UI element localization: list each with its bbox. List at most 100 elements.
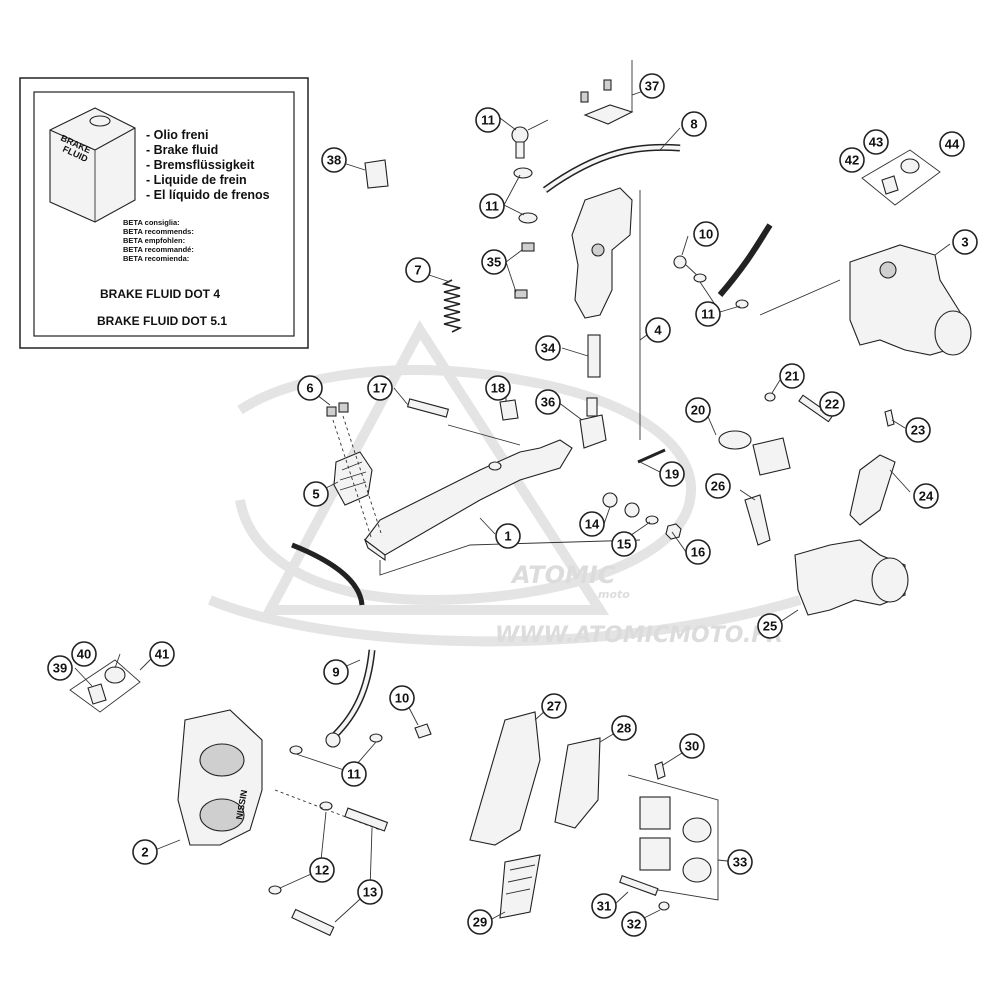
callout-26: 26 — [705, 473, 731, 499]
part-30-shim — [499, 854, 541, 919]
callout-circle — [579, 511, 605, 537]
callout-circle — [47, 655, 73, 681]
callout-2: 2 — [132, 839, 158, 865]
part-21-seal — [718, 430, 752, 450]
callout-number: 11 — [347, 767, 361, 782]
callout-number: 14 — [585, 517, 600, 532]
group-43-45 — [861, 149, 941, 206]
part-21-piston — [752, 437, 791, 476]
callout-number: 40 — [77, 647, 91, 662]
part-28-bracket — [469, 711, 541, 846]
part-35-pushrod — [587, 334, 601, 378]
callout-31: 31 — [591, 893, 617, 919]
recommends-en: BETA recommends: — [123, 227, 194, 236]
part-31-pin — [619, 874, 659, 896]
part-34-bleeder — [654, 761, 666, 780]
callout-8: 8 — [681, 111, 707, 137]
callout-34: 34 — [535, 335, 561, 361]
callout-7: 7 — [405, 257, 431, 283]
callout-17: 17 — [367, 375, 393, 401]
callout-number: 34 — [541, 341, 556, 356]
callout-39: 39 — [47, 655, 73, 681]
callout-number: 8 — [690, 117, 697, 132]
callout-circle — [639, 73, 665, 99]
part-20-split-pin — [637, 448, 666, 464]
callout-16: 16 — [685, 539, 711, 565]
recommends-fr: BETA recommandé: — [123, 245, 194, 254]
callout-circle — [367, 375, 393, 401]
washer-11-b — [518, 212, 538, 224]
callout-circle — [475, 107, 501, 133]
recommends-es: BETA recomienda: — [123, 254, 189, 263]
callout-number: 12 — [315, 863, 329, 878]
part-7-spring — [441, 279, 463, 333]
part-17-nut — [665, 523, 682, 540]
bolt-6-a — [326, 406, 337, 417]
callout-number: 29 — [473, 915, 487, 930]
callout-circle — [905, 417, 931, 443]
callout-circle — [321, 147, 347, 173]
washer-11-c — [693, 273, 707, 283]
part-15-bearing-a — [602, 492, 618, 508]
callout-circle — [303, 481, 329, 507]
watermark-brand: ATOMIC — [510, 561, 616, 589]
callout-circle — [541, 693, 567, 719]
callout-number: 28 — [617, 721, 631, 736]
callout-circle — [149, 641, 175, 667]
callout-circle — [357, 879, 383, 905]
part-1-brake-pedal — [363, 439, 641, 576]
part-30-detail — [505, 864, 536, 895]
part-37-rod — [586, 397, 598, 417]
fluid-spec-dot51: BRAKE FLUID DOT 5.1 — [97, 314, 227, 328]
part-26-caliper-bracket — [794, 539, 909, 616]
part-22-plug — [764, 392, 776, 402]
part-16-washer — [645, 515, 659, 525]
callout-number: 11 — [485, 199, 499, 214]
callout-circle — [467, 909, 493, 935]
callout-28: 28 — [611, 715, 637, 741]
callout-circle — [913, 483, 939, 509]
callout-37: 37 — [639, 73, 665, 99]
callout-44: 44 — [939, 131, 965, 157]
fluid-name-it: - Olio freni — [146, 128, 209, 142]
callout-number: 25 — [763, 619, 777, 634]
callout-3: 3 — [952, 229, 978, 255]
part-25-pads — [849, 454, 896, 526]
callout-18: 18 — [485, 375, 511, 401]
callout-number: 30 — [685, 739, 699, 754]
brake-fluid-can-icon: BRAKE FLUID — [49, 107, 136, 223]
lead-12 — [274, 789, 381, 831]
callout-number: 41 — [155, 647, 169, 662]
callout-number: 10 — [395, 691, 409, 706]
callout-circle — [685, 397, 711, 423]
washer-12-a — [319, 801, 333, 811]
callout-circle — [611, 715, 637, 741]
callout-33: 33 — [727, 849, 753, 875]
callout-number: 19 — [665, 467, 679, 482]
callout-circle — [341, 761, 367, 787]
callout-number: 42 — [845, 153, 859, 168]
callout-circle — [863, 129, 889, 155]
callout-number: 5 — [312, 487, 319, 502]
callout-number: 26 — [711, 479, 725, 494]
watermark-swoosh — [235, 365, 697, 606]
callout-1: 1 — [495, 523, 521, 549]
recommends-de: BETA empfohlen: — [123, 236, 185, 245]
bolt-36-b — [514, 289, 528, 299]
part-18-pivot-bolt — [406, 398, 521, 446]
callout-number: 6 — [306, 381, 313, 396]
callout-circle — [621, 911, 647, 937]
callout-circle — [819, 391, 845, 417]
callout-5: 5 — [303, 481, 329, 507]
callout-6: 6 — [297, 375, 323, 401]
callout-27: 27 — [541, 693, 567, 719]
callout-25: 25 — [757, 613, 783, 639]
group-40-42 — [69, 659, 141, 713]
callout-number: 15 — [617, 537, 631, 552]
recommends-it: BETA consiglia: — [123, 218, 180, 227]
part-24-bleeder — [884, 409, 895, 427]
callout-11: 11 — [341, 761, 367, 787]
part-45-cap — [900, 158, 920, 174]
callout-number: 39 — [53, 661, 67, 676]
part-41-cap — [104, 666, 126, 684]
